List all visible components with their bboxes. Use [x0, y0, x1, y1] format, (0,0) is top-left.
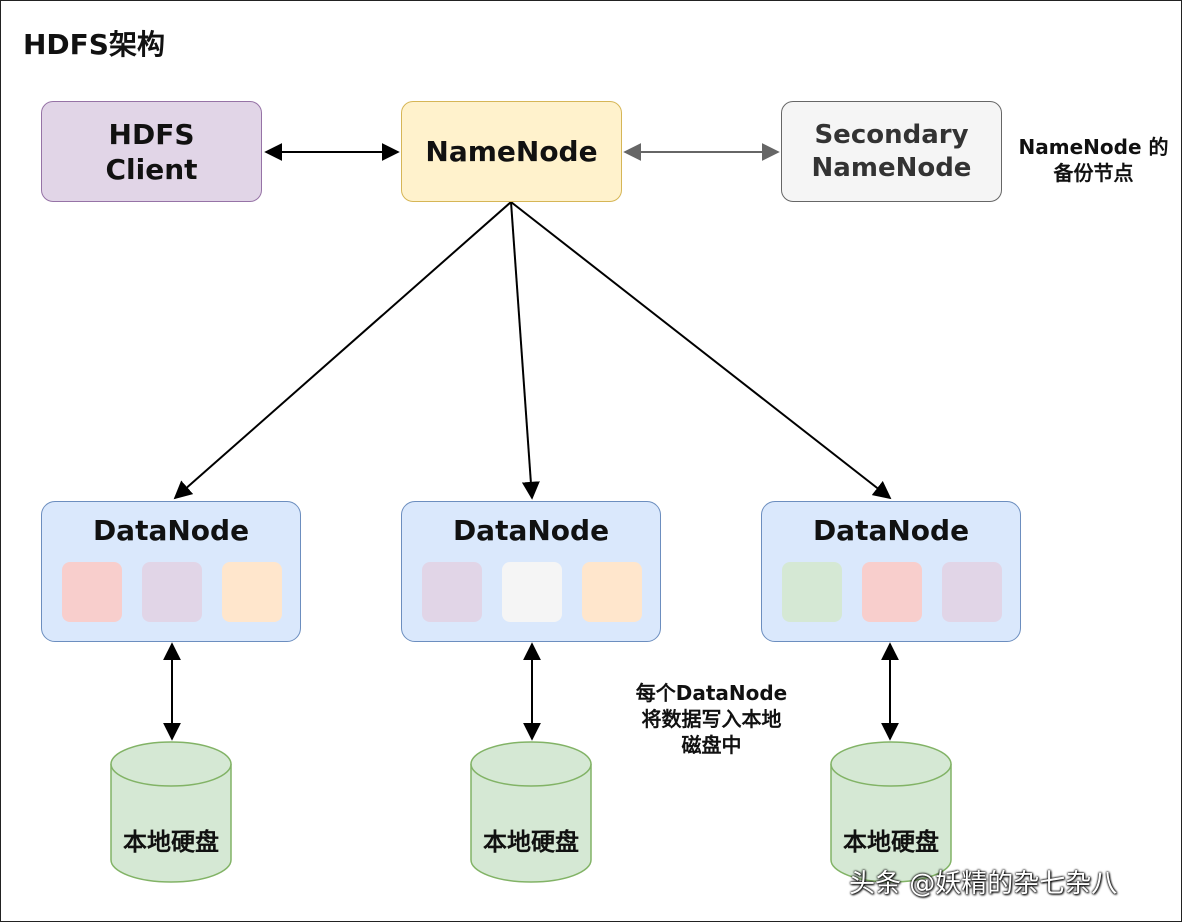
datanode-3-block-1 — [782, 562, 842, 622]
datanode-2: DataNode — [401, 501, 661, 642]
datanode-3: DataNode — [761, 501, 1021, 642]
datanode-1: DataNode — [41, 501, 301, 642]
secondary-backup-note-line2: 备份节点 — [1053, 161, 1134, 185]
datanode-3-label: DataNode — [812, 514, 970, 547]
datanode-3-block-2 — [862, 562, 922, 622]
disk-3-label: 本地硬盘 — [843, 828, 939, 856]
secondary-namenode-node: Secondary NameNode — [781, 101, 1002, 202]
datanode-2-block-1 — [422, 562, 482, 622]
secondary-label-line2: NameNode — [811, 152, 972, 183]
edge-namenode-datanode-1 — [173, 201, 512, 500]
datanode-1-block-1 — [62, 562, 122, 622]
disk-1-label: 本地硬盘 — [123, 828, 219, 856]
secondary-backup-note-line1: NameNode 的 — [1018, 135, 1169, 159]
datanode-1-block-2 — [142, 562, 202, 622]
datanode-2-block-2 — [502, 562, 562, 622]
hdfs-client-label-line1: HDFS — [108, 117, 195, 151]
disk-1 — [110, 741, 232, 883]
secondary-label-line1: Secondary — [814, 120, 969, 150]
datanode-3-block-3 — [942, 562, 1002, 622]
secondary-backup-note: NameNode 的 备份节点 — [1011, 134, 1176, 186]
datanode-2-label: DataNode — [452, 514, 610, 547]
diagram-title: HDFS架构 — [23, 28, 165, 61]
edge-namenode-datanode-2 — [510, 201, 540, 500]
datanode-write-note-line2: 将数据写入本地 — [641, 707, 782, 731]
datanode-write-note: 每个DataNode 将数据写入本地 磁盘中 — [609, 680, 814, 758]
edge-namenode-datanode-3 — [510, 201, 892, 500]
disk-3 — [830, 741, 952, 883]
datanode-write-note-line1: 每个DataNode — [635, 681, 788, 705]
disk-2 — [470, 741, 592, 883]
watermark-text: 头条 @妖精的杂七杂八 — [849, 869, 1118, 899]
hdfs-client-label-line2: Client — [105, 152, 198, 186]
namenode-node: NameNode — [401, 101, 622, 202]
namenode-label: NameNode — [425, 135, 598, 168]
datanode-1-block-3 — [222, 562, 282, 622]
disk-2-label: 本地硬盘 — [483, 828, 579, 856]
datanode-1-label: DataNode — [92, 514, 250, 547]
hdfs-client-node: HDFS Client — [41, 101, 262, 202]
datanode-write-note-line3: 磁盘中 — [681, 733, 742, 757]
datanode-2-block-3 — [582, 562, 642, 622]
